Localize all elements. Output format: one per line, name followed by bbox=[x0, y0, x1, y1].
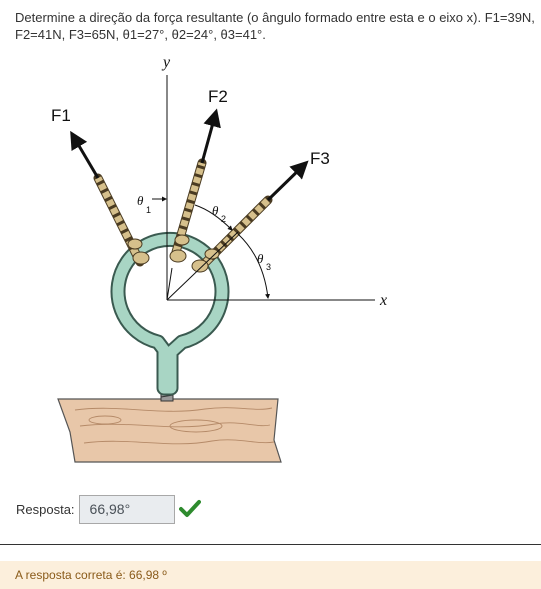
feedback-text: A resposta correta é: 66,98 º bbox=[15, 568, 167, 582]
x-axis-label: x bbox=[379, 292, 387, 309]
theta2-label: θ bbox=[212, 203, 219, 218]
f1-label: F1 bbox=[51, 106, 71, 125]
theta3-label: θ bbox=[257, 251, 264, 266]
theta3-subscript: 3 bbox=[266, 262, 271, 272]
f3-direction-line bbox=[166, 231, 239, 301]
theta2-arc bbox=[194, 204, 233, 231]
theta3-arc bbox=[237, 233, 271, 299]
question-text: Determine a direção da força resultante … bbox=[15, 10, 535, 42]
wood-block bbox=[57, 398, 282, 463]
check-icon bbox=[178, 499, 201, 519]
rope-knots bbox=[127, 234, 220, 273]
answer-input[interactable]: 66,98° bbox=[78, 494, 175, 524]
f2-direction-line bbox=[166, 267, 173, 301]
f3-label: F3 bbox=[310, 149, 330, 168]
f2-label: F2 bbox=[208, 87, 228, 106]
theta1-label: θ bbox=[137, 193, 144, 208]
correct-answer-feedback: A resposta correta é: 66,98 º bbox=[0, 561, 541, 589]
theta2-subscript: 2 bbox=[221, 214, 226, 224]
y-axis-label: y bbox=[161, 54, 171, 71]
rope-f2 bbox=[171, 108, 221, 257]
answer-row: Resposta: 66,98° bbox=[16, 493, 201, 525]
force-diagram: y x F1 F2 F3 θ 1 θ 2 θ 3 bbox=[51, 54, 387, 463]
rope-f3 bbox=[201, 160, 309, 267]
answer-label: Resposta: bbox=[16, 501, 75, 517]
divider bbox=[0, 544, 541, 545]
theta1-subscript: 1 bbox=[146, 205, 151, 215]
